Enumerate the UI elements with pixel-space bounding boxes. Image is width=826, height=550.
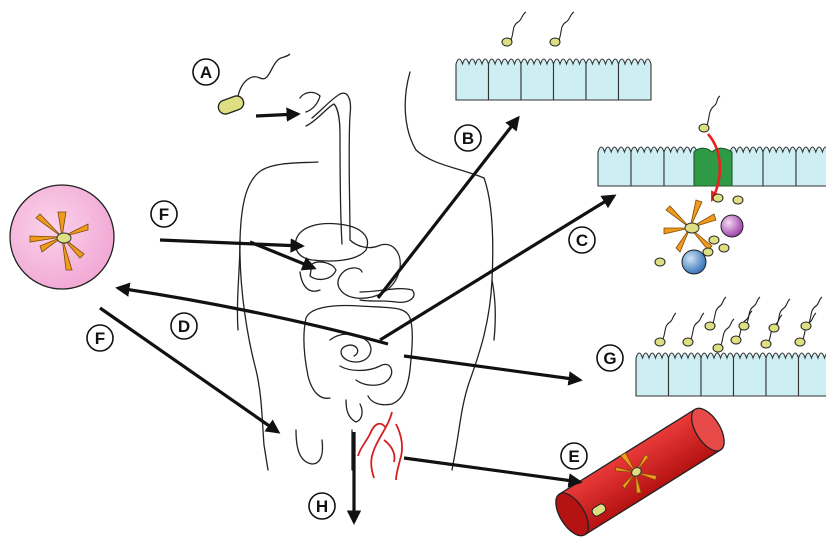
label-d: D <box>171 313 197 339</box>
label-f-upper: F <box>151 201 177 227</box>
arrow-c <box>380 196 614 340</box>
bacterium-in-macrophage <box>57 233 71 243</box>
bacterium <box>655 338 665 346</box>
esophagus <box>312 93 351 240</box>
epithelial-cell <box>598 147 631 186</box>
epithelial-cell <box>763 147 796 186</box>
svg-text:H: H <box>316 497 328 516</box>
epithelial-cell <box>521 59 554 100</box>
bacterium <box>683 338 693 346</box>
bacterium <box>731 336 741 344</box>
bacterium <box>761 340 771 348</box>
bacterium <box>739 322 749 330</box>
bacterium-flagellum <box>713 297 726 323</box>
label-f-lower: F <box>87 325 113 351</box>
label-g: G <box>597 345 623 371</box>
epithelial-cell <box>586 59 619 100</box>
blood-vessel-e <box>549 403 730 541</box>
label-h: H <box>309 493 335 519</box>
infected-macrophage-inset <box>10 185 114 289</box>
bacteria-on-epithelium-g <box>655 297 822 352</box>
m-cell <box>694 148 732 186</box>
bacterium-flagellum <box>747 297 760 323</box>
svg-text:F: F <box>95 329 105 348</box>
epithelial-cell <box>636 353 669 396</box>
epithelial-cell <box>701 353 734 396</box>
bacterium <box>769 324 779 332</box>
bacterium <box>713 344 723 352</box>
pelvic-blood-vessels <box>358 412 402 480</box>
svg-text:F: F <box>159 205 169 224</box>
svg-text:E: E <box>568 447 579 466</box>
bacterium-flagellum <box>809 297 822 323</box>
epithelial-cell <box>619 59 652 100</box>
bacterium <box>801 322 811 330</box>
large-intestine <box>304 306 412 405</box>
epithelial-cell <box>766 353 799 396</box>
epithelial-cell <box>631 147 664 186</box>
epithelial-cell <box>456 59 489 100</box>
arrow-d <box>118 288 388 344</box>
epithelium-c <box>598 96 826 274</box>
label-b: B <box>455 125 481 151</box>
arrow-f-upper-1 <box>160 240 302 246</box>
label-e: E <box>561 443 587 469</box>
epithelial-cell <box>669 353 702 396</box>
svg-text:G: G <box>603 349 616 368</box>
svg-text:C: C <box>576 231 588 250</box>
bacterium <box>705 322 715 330</box>
bacterium-flagellum <box>691 313 704 339</box>
svg-text:D: D <box>178 317 190 336</box>
arrow-g <box>404 356 580 380</box>
epithelial-cell <box>554 59 587 100</box>
epithelial-cell <box>799 353 826 396</box>
bacterium-a <box>216 54 290 116</box>
label-a: A <box>193 59 219 85</box>
digestive-tract <box>296 92 414 422</box>
svg-text:A: A <box>200 63 212 82</box>
bacterium-flagellum <box>777 299 790 325</box>
liver <box>296 224 368 261</box>
lamina-propria-cells <box>655 194 743 274</box>
arrow-b <box>378 118 518 298</box>
epithelium-g <box>636 297 826 396</box>
epithelial-cell <box>734 353 767 396</box>
arrow-a <box>256 114 298 116</box>
epithelial-cell <box>730 147 763 186</box>
epithelium-b <box>456 12 651 100</box>
bacteria-on-epithelium-b <box>502 12 574 46</box>
arrow-e <box>404 458 580 482</box>
bacterium <box>795 338 805 346</box>
svg-text:B: B <box>462 129 474 148</box>
bacterium-flagellum <box>663 313 676 339</box>
epithelial-cell <box>664 147 697 186</box>
epithelial-cell <box>489 59 522 100</box>
label-c: C <box>569 227 595 253</box>
epithelial-cell <box>796 147 826 186</box>
